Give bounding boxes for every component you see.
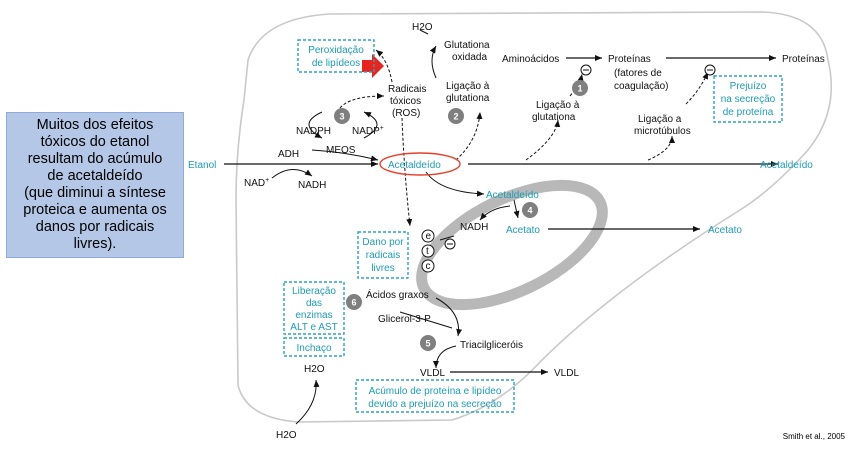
callout-line: danos por radicais: [35, 219, 155, 235]
peroxidacao-2: de lipídeos: [312, 58, 360, 69]
prejuizo-3: de proteína: [723, 107, 774, 118]
acumulo-1: Acúmulo de proteína e lipídeo: [369, 386, 502, 397]
acidos-graxos: Ácidos graxos: [366, 288, 429, 301]
nadh-label: NADH: [298, 180, 326, 191]
liberacao-3: enzimas: [295, 310, 332, 321]
callout-line: Muitos dos efeitos: [36, 117, 154, 133]
aminoacidos-label: Aminoácidos: [502, 54, 559, 65]
box-liberacao: [283, 281, 345, 335]
nad-label: NAD+: [244, 177, 269, 189]
prejuizo-1: Prejuízo: [730, 81, 767, 92]
proteinas-mid: Proteínas: [608, 54, 651, 65]
ligacao-glut-2-line1: Ligação à: [446, 81, 490, 92]
inchaco-label: Inchaço: [296, 343, 331, 354]
radicais-1: Radicais: [388, 84, 426, 95]
triacil-label: Triacilgliceróis: [460, 340, 523, 351]
callout-line: livres).: [73, 236, 117, 252]
liberacao-1: Liberação: [292, 286, 336, 297]
fatores-1: (fatores de: [614, 68, 662, 79]
etc-c: c: [426, 261, 431, 272]
adh-label: ADH: [278, 149, 299, 160]
glicerol-label: Glicerol-3-P: [378, 314, 431, 325]
prejuizo-2: na secreção: [721, 94, 776, 105]
step-6-label: 6: [351, 298, 356, 308]
step-2-label: 2: [453, 112, 458, 122]
mitochondrion: [416, 179, 608, 311]
nadh-mito: NADH: [460, 222, 488, 233]
acetato-mito: Acetato: [506, 225, 540, 236]
radicais-2: tóxicos: [390, 96, 421, 107]
dano-3: livres: [371, 263, 394, 274]
box-dano: [357, 231, 409, 279]
cell-outline: [235, 11, 833, 423]
source-credit: Smith et al., 2005: [782, 432, 845, 441]
vldl-label: VLDL: [420, 368, 445, 379]
callout-line: de acetaldeído: [47, 168, 143, 184]
ligacao-glut-1-line1: Ligação à: [536, 100, 580, 111]
glutationa-oxidada-1: Glutationa: [444, 40, 490, 51]
vldl-right: VLDL: [554, 368, 579, 379]
acetaldeido-main: Acetaldeído: [388, 160, 441, 171]
red-arrow-icon: [362, 54, 384, 78]
step-3-marker: [334, 108, 350, 124]
step-5-label: 5: [425, 339, 430, 349]
h2o-top: H2O: [412, 22, 433, 33]
nadph-label: NADPH: [296, 126, 331, 137]
callout-line: proteica e aumenta os: [23, 202, 167, 218]
step-5-marker: [420, 335, 436, 351]
glutationa-oxidada-2: oxidada: [452, 52, 487, 63]
meos-label: MEOS: [326, 145, 356, 156]
step-6-marker: [346, 294, 362, 310]
callout-line: resultam do acúmulo: [27, 151, 163, 167]
dano-1: Dano por: [362, 237, 404, 248]
etc-t: t: [426, 246, 429, 257]
radicais-3: (ROS): [392, 108, 420, 119]
box-peroxidacao: [297, 39, 375, 73]
etanol-label: Etanol: [188, 160, 216, 171]
acetaldeido-mito: Acetaldeído: [486, 190, 539, 201]
step-3-label: 3: [339, 112, 344, 122]
dano-2: radicais: [366, 250, 400, 261]
box-prejuizo: [713, 75, 783, 123]
h2o-mid: H2O: [304, 364, 325, 375]
step-4-marker: [522, 202, 538, 218]
ligacao-micro-2: microtúbulos: [634, 126, 691, 137]
step-1-label: 1: [577, 84, 582, 94]
h2o-bottom: H2O: [276, 430, 297, 441]
peroxidacao-1: Peroxidação: [308, 45, 364, 56]
summary-callout: Muitos dos efeitos tóxicos do etanol res…: [6, 112, 184, 258]
callout-line: (que diminui a síntese: [24, 185, 166, 201]
nadp-label: NADP+: [352, 125, 384, 137]
fatores-2: coagulação): [614, 81, 668, 92]
step-1-marker: [572, 80, 588, 96]
acetato-right: Acetato: [708, 225, 742, 236]
proteinas-right: Proteínas: [782, 54, 825, 65]
acetaldehyde-highlight: [379, 152, 461, 176]
box-inchaco: [283, 337, 345, 357]
acumulo-2: devido a prejuízo na secreção: [368, 399, 502, 410]
ligacao-micro-1: Ligação a: [638, 114, 682, 125]
step-2-marker: [448, 108, 464, 124]
callout-line: tóxicos do etanol: [40, 134, 150, 150]
liberacao-2: das: [306, 298, 322, 309]
ligacao-glut-2-line2: glutationa: [446, 93, 490, 104]
etc-e: e: [426, 231, 432, 242]
ligacao-glut-1-line2: glutationa: [532, 112, 576, 123]
acetaldeido-right: Acetaldeído: [760, 160, 813, 171]
step-4-label: 4: [527, 206, 532, 216]
liberacao-4: ALT e AST: [290, 322, 337, 333]
